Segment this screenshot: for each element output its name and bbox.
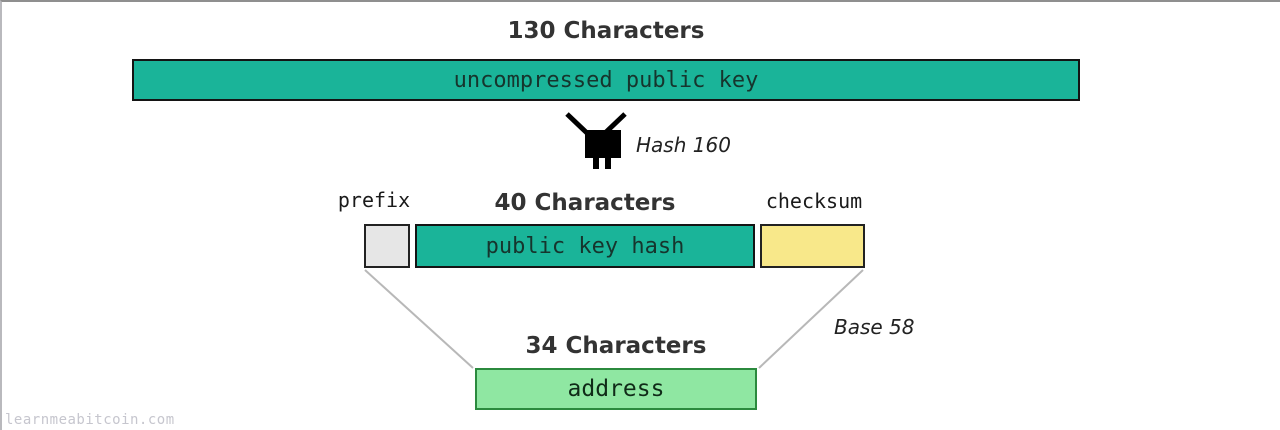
hash-grinder-icon: [565, 112, 627, 169]
address-label: address: [567, 376, 665, 402]
address-box: address: [475, 368, 757, 410]
public-key-hash-bar: public key hash: [415, 224, 755, 268]
prefix-label: prefix: [337, 188, 411, 212]
hash160-label: Hash 160: [636, 133, 731, 157]
title-34-characters: 34 Characters: [525, 333, 707, 359]
uncompressed-public-key-bar: uncompressed public key: [132, 59, 1080, 101]
watermark: learnmeabitcoin.com: [5, 412, 175, 428]
checksum-label: checksum: [765, 189, 863, 213]
checksum-box: [760, 224, 865, 268]
uncompressed-public-key-label: uncompressed public key: [453, 67, 759, 93]
title-40-characters: 40 Characters: [494, 190, 676, 216]
public-key-hash-label: public key hash: [485, 233, 685, 259]
title-130-characters: 130 Characters: [507, 18, 705, 44]
base58-label: Base 58: [834, 315, 915, 339]
prefix-box: [364, 224, 410, 268]
